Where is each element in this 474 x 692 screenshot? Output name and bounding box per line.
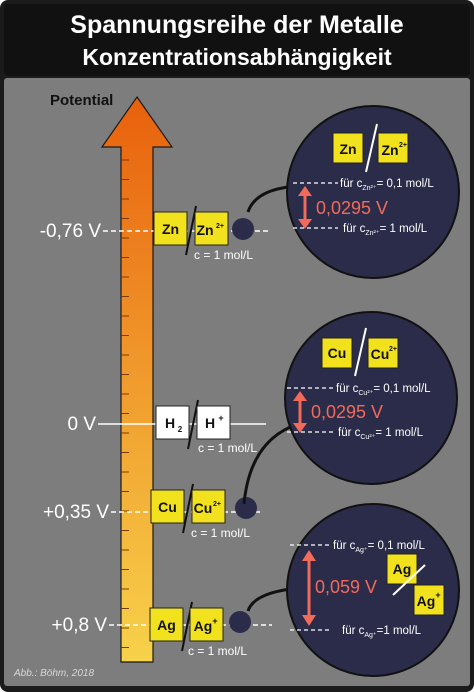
condition-high: für cCu²⁺= 1 mol/L (338, 427, 424, 441)
level-zinc: -0,76 V Zn Zn 2+ c = 1 mol/L (40, 205, 270, 262)
slash (187, 399, 199, 450)
magnifier-dot (229, 611, 251, 633)
title-bar (4, 4, 470, 76)
ion-symbol: Ag (417, 593, 436, 609)
element-symbol: Ag (393, 561, 412, 577)
element-box-right (377, 132, 409, 164)
element-box-left (386, 553, 418, 585)
element-symbol: Cu (328, 345, 347, 361)
zoom-circle-copper: Cu Cu 2+ für cCu²⁺= 0,1 mol/L 0,0295 V f… (284, 311, 458, 485)
ion-charge: + (218, 413, 223, 423)
condition-low: für cCu²⁺= 0,1 mol/L (336, 383, 431, 397)
condition-high: für cAg⁺=1 mol/L (342, 625, 422, 639)
element-symbol: Zn (339, 141, 356, 157)
axis-label: Potential (50, 92, 113, 109)
element-box-left (321, 337, 353, 369)
level-copper: +0,35 V Cu Cu 2+ c = 1 mol/L (43, 483, 262, 540)
element-symbol: Ag (157, 617, 176, 633)
zoom-circle-silver: für cAg⁺= 0,1 mol/L 0,059 V Ag Ag + für … (286, 503, 460, 677)
slash (185, 205, 197, 256)
ion-charge: 2+ (216, 223, 224, 230)
image-credit: Abb.: Böhm, 2018 (13, 668, 94, 679)
concentration-label: c = 1 mol/L (198, 441, 257, 455)
element-box-left (150, 489, 185, 524)
condition-low: für cAg⁺= 0,1 mol/L (333, 540, 425, 554)
slash (182, 483, 194, 534)
magnifier-dot (235, 497, 257, 519)
slash (392, 564, 426, 596)
element-symbol: Zn (162, 221, 179, 237)
potential-label: +0,8 V (52, 615, 108, 636)
ion-symbol: Cu (371, 346, 390, 362)
ion-charge: + (435, 590, 440, 600)
ion-symbol: Cu (194, 500, 213, 516)
ion-symbol: H (205, 415, 215, 431)
element-subscript: 2 (178, 425, 183, 434)
element-box-right (189, 607, 224, 642)
shift-value: 0,059 V (315, 577, 377, 597)
shift-value: 0,0295 V (311, 402, 383, 422)
element-symbol: H (165, 415, 175, 431)
potential-label: 0 V (67, 414, 96, 435)
ion-symbol: Zn (381, 142, 398, 158)
ion-charge: 2+ (213, 501, 221, 508)
element-box-right (191, 489, 226, 524)
ion-symbol: Ag (194, 618, 213, 634)
potential-label: -0,76 V (40, 221, 102, 242)
element-box-right (413, 584, 445, 616)
element-symbol: Cu (158, 499, 177, 515)
element-box-left (149, 607, 184, 642)
condition-low: für cZn²⁺= 0,1 mol/L (340, 178, 434, 192)
element-box-right (367, 337, 399, 369)
element-box-left (153, 211, 188, 246)
element-box-right (194, 211, 229, 246)
page-title: Spannungsreihe der Metalle (70, 11, 404, 39)
ion-charge: + (212, 616, 217, 626)
ion-charge: 2+ (389, 346, 397, 353)
ion-symbol: Zn (196, 222, 213, 238)
element-box-left (332, 132, 364, 164)
slash (354, 327, 367, 377)
arrow-ticks (121, 159, 129, 648)
concentration-label: c = 1 mol/L (188, 644, 247, 658)
concentration-label: c = 1 mol/L (191, 526, 250, 540)
potential-arrow (100, 95, 174, 663)
level-hydrogen: 0 V H 2 H + c = 1 mol/L (67, 399, 266, 455)
slash (365, 123, 378, 173)
shift-value: 0,0295 V (316, 198, 388, 218)
level-silver: +0,8 V Ag Ag + c = 1 mol/L (52, 601, 272, 658)
concentration-label: c = 1 mol/L (194, 248, 253, 262)
element-box-right (196, 405, 231, 440)
magnifier-dot (232, 218, 254, 240)
potential-label: +0,35 V (43, 502, 109, 523)
zoom-circle-zinc: Zn Zn 2+ für cZn²⁺= 0,1 mol/L 0,0295 V f… (286, 105, 460, 279)
page-subtitle: Konzentrationsabhängigkeit (82, 44, 392, 70)
condition-high: für cZn²⁺= 1 mol/L (343, 223, 428, 237)
ion-charge: 2+ (399, 142, 407, 149)
element-box-left (155, 405, 190, 440)
connector-arrow-hydrogen (242, 422, 299, 505)
